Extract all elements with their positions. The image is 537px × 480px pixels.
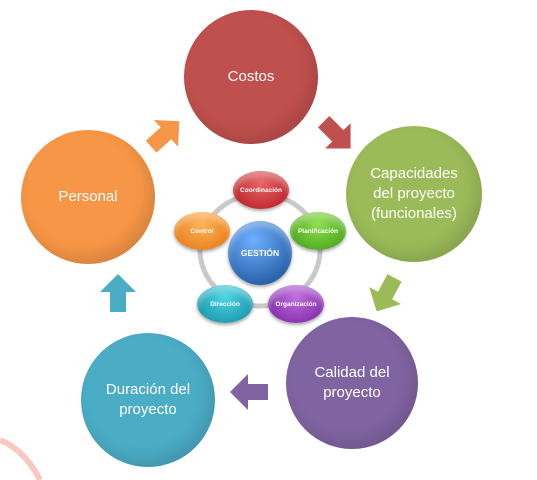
- node-personal-label: Personal: [58, 188, 118, 205]
- node-calidad-label: Calidad del proyecto: [314, 364, 390, 401]
- inner-center-gestion: GESTIÓN: [228, 221, 292, 285]
- node-duracion: Duración del proyecto: [81, 333, 215, 467]
- node-capacidades-label: Capacidades del proyecto (funcionales): [370, 165, 458, 222]
- inner-center-gestion-label: GESTIÓN: [240, 248, 280, 258]
- arrow-calidad-to-duracion: [230, 374, 268, 410]
- node-capacidades: Capacidades del proyecto (funcionales): [346, 126, 482, 262]
- inner-node-planificacion: Planificación: [290, 212, 346, 250]
- inner-node-control: Control: [174, 212, 230, 250]
- node-duracion-label: Duración del proyecto: [105, 381, 191, 418]
- arrow-personal-to-costos: [145, 119, 180, 153]
- arrow-costos-to-capacidades: [318, 116, 351, 149]
- inner-node-organizacion-label: Organización: [275, 300, 317, 308]
- node-costos-label: Costos: [227, 68, 275, 85]
- inner-node-coordinacion: Coordinación: [233, 171, 289, 209]
- node-calidad: Calidad del proyecto: [286, 317, 418, 449]
- inner-node-organizacion: Organización: [268, 285, 324, 323]
- arrow-capacidades-to-calidad: [369, 274, 402, 312]
- inner-node-control-label: Control: [190, 227, 214, 235]
- inner-node-direccion: Dirección: [197, 285, 253, 323]
- decorative-arc: [0, 437, 43, 480]
- inner-node-planificacion-label: Planificación: [297, 227, 339, 235]
- inner-node-coordinacion-label: Coordinación: [240, 186, 282, 194]
- inner-node-direccion-label: Dirección: [210, 300, 240, 308]
- arrow-duracion-to-personal: [100, 274, 136, 312]
- node-personal: Personal: [21, 130, 155, 264]
- node-costos: Costos: [184, 10, 318, 144]
